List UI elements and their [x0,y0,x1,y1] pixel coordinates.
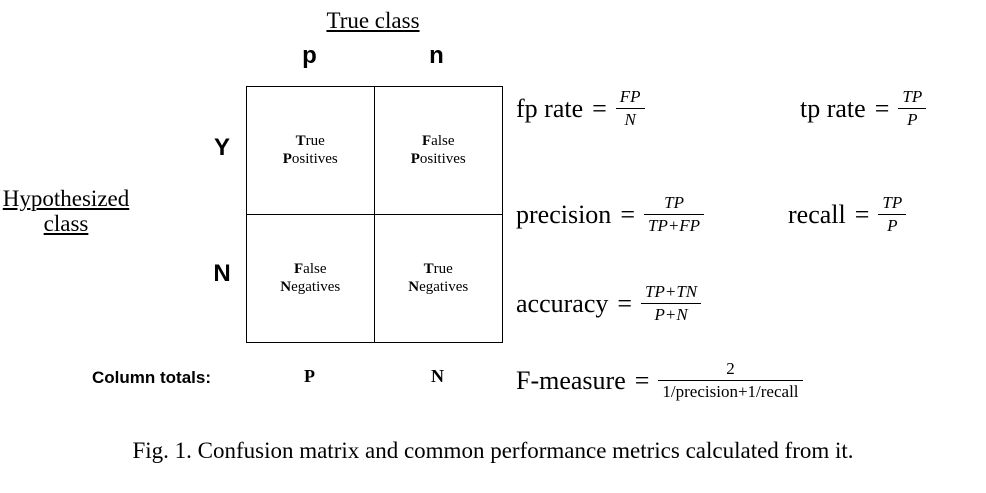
fraction: 2 1/precision+1/recall [658,358,803,403]
cell-text: True [295,132,325,149]
row-header-n: N [213,260,231,287]
formula-tp-rate: tp rate = TP P [800,86,927,131]
fraction-denominator: P [878,214,907,237]
fraction-numerator: TP [902,87,923,106]
cell-false-positives: False Positives [374,87,502,215]
formula-label: recall [788,199,846,229]
hypothesized-class-label: Hypothesized class [0,186,132,237]
formula-fp-rate: fp rate = FP N [516,86,645,131]
fraction-denominator: N [615,108,645,131]
cell-text: Positives [282,151,338,168]
column-headers: p n [246,42,500,70]
row-header-y: Y [213,134,230,161]
column-total-n: N [431,366,444,386]
formula-label: fp rate [516,93,584,123]
fraction-denominator: P [898,108,927,131]
fraction-numerator: FP [619,87,641,106]
formula-label: accuracy [516,288,609,318]
formula-recall: recall = TP P [788,192,907,237]
formula-accuracy: accuracy = TP+TN P+N [516,281,702,326]
fraction: TP P [898,86,927,131]
hypothesized-line: Hypothesized [2,186,130,211]
fraction: TP TP+FP [643,192,705,237]
column-header-n: n [429,42,444,69]
equals-sign: = [854,199,870,229]
fraction-numerator: TP [882,193,903,212]
equals-sign: = [592,93,607,123]
column-total-p: P [304,366,315,386]
equals-sign: = [634,365,650,395]
formula-f-measure: F-measure = 2 1/precision+1/recall [516,358,803,403]
column-totals-label: Column totals: [92,368,211,387]
fraction-numerator: TP [664,193,684,212]
fraction-numerator: TP+TN [645,282,698,301]
equals-sign: = [620,199,635,229]
cell-text: Positives [410,151,466,168]
fraction: TP+TN P+N [641,281,702,326]
column-header-p: p [302,42,317,69]
equals-sign: = [617,288,633,318]
confusion-matrix-grid: True Positives False Positives False Neg… [246,86,503,343]
fraction-numerator: 2 [726,359,735,378]
true-class-label: True class [326,8,420,33]
equals-sign: = [874,93,890,123]
cell-true-positives: True Positives [247,87,375,215]
formula-label: F-measure [516,365,626,395]
fraction-denominator: 1/precision+1/recall [658,380,803,403]
cell-text: False [422,132,455,149]
fraction-denominator: P+N [641,303,702,326]
cell-true-negatives: True Negatives [375,215,503,343]
figure-caption: Fig. 1. Confusion matrix and common perf… [132,438,854,463]
fraction-denominator: TP+FP [643,214,705,237]
cell-false-negatives: False Negatives [247,214,375,342]
cell-text: False [294,260,327,277]
cell-text: Negatives [280,279,341,296]
formula-label: precision [516,199,612,229]
cell-text: True [423,260,453,277]
formula-precision: precision = TP TP+FP [516,192,705,237]
fraction: TP P [878,192,907,237]
cell-text: Negatives [408,279,469,296]
formula-label: tp rate [800,93,866,123]
class-line: class [43,211,89,237]
fraction: FP N [615,86,645,131]
